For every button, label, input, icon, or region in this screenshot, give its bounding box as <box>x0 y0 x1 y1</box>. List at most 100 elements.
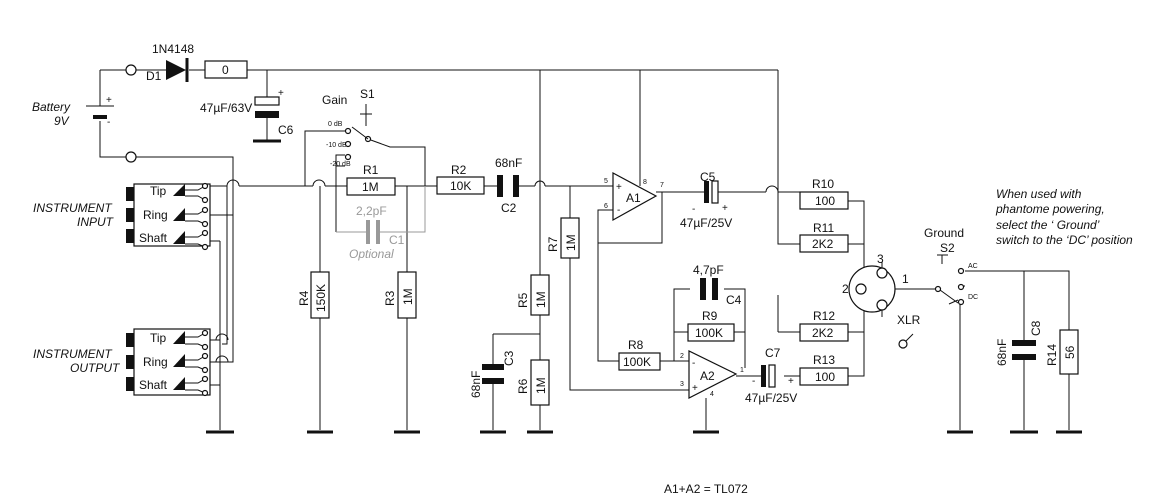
s1-ref: S1 <box>360 87 375 101</box>
r8-value: 100K <box>623 355 651 369</box>
capacitor-c4: 4,7pF C4 <box>693 263 742 307</box>
diode-ref: D1 <box>146 69 162 83</box>
xlr-label: XLR <box>897 313 921 327</box>
a2-pin3: 3 <box>680 381 684 388</box>
opamp-a1: A1 + - 5 6 8 7 <box>604 171 664 222</box>
a1-pin7: 7 <box>660 182 664 189</box>
input-title-1: INSTRUMENT <box>33 201 113 215</box>
output-title-1: INSTRUMENT <box>33 347 113 361</box>
r5-value: 1M <box>534 291 548 308</box>
c5-value: 47µF/25V <box>680 216 732 230</box>
c6-plus: + <box>278 88 284 99</box>
r10-ref: R10 <box>812 177 834 191</box>
c5-minus: - <box>692 204 695 215</box>
s2-title: Ground <box>924 226 964 240</box>
c1-note: Optional <box>349 247 394 261</box>
resistor-r6: 1M R6 <box>516 359 553 434</box>
r1-value: 1M <box>362 180 379 194</box>
resistor-r11: R11 2K2 <box>799 221 849 253</box>
r6-value: 1M <box>534 377 548 394</box>
resistor-r12: R12 2K2 <box>799 309 849 342</box>
r3-value: 1M <box>401 288 415 305</box>
s2-ref: S2 <box>940 241 955 255</box>
note-line-4: switch to the ‘DC’ position <box>996 233 1133 247</box>
r5-ref: R5 <box>516 292 530 308</box>
resistor-r7: 1M R7 <box>546 217 580 259</box>
battery-voltage: 9V <box>54 114 70 128</box>
a1-pin8: 8 <box>643 179 647 186</box>
c6-ref: C6 <box>278 123 294 137</box>
capacitor-c2: 68nF C2 <box>495 156 522 215</box>
phantom-power-note: When used with phantome powering, select… <box>995 187 1133 247</box>
r4-ref: R4 <box>297 290 311 306</box>
a2-plus: + <box>692 383 698 394</box>
a2-pin1: 1 <box>740 367 744 374</box>
c1-ref: C1 <box>389 233 405 247</box>
a1-minus: - <box>617 205 620 216</box>
input-title-2: INPUT <box>77 215 115 229</box>
c4-value: 4,7pF <box>693 263 724 277</box>
instrument-output-jack: INSTRUMENT OUTPUT Tip Ring Shaft <box>33 328 234 434</box>
output-ring: Ring <box>143 355 168 369</box>
r13-ref: R13 <box>813 353 835 367</box>
c4-ref: C4 <box>726 293 742 307</box>
resistor-r4: 150K R4 <box>297 271 333 434</box>
resistor-r10: R10 100 <box>799 177 849 210</box>
battery: Battery 9V + - <box>32 64 137 163</box>
a2-minus: - <box>692 358 695 369</box>
c5-plus: + <box>722 203 728 214</box>
c6-value: 47µF/63V <box>200 101 252 115</box>
fuse-link: 0 <box>204 60 248 79</box>
r11-ref: R11 <box>813 221 834 235</box>
s2-ac: AC <box>968 263 978 270</box>
battery-label: Battery <box>32 100 71 114</box>
fuse-value: 0 <box>222 63 229 77</box>
r4-value: 150K <box>314 284 328 312</box>
c5-ref: C5 <box>700 170 716 184</box>
input-ring: Ring <box>143 208 168 222</box>
opamp-a2: A2 - + 2 3 1 4 <box>680 350 744 434</box>
r14-ref: R14 <box>1045 344 1059 366</box>
capacitor-c5: C5 - + 47µF/25V <box>680 170 732 230</box>
c7-value: 47µF/25V <box>745 391 797 405</box>
s1-pos-10db: -10 dB <box>326 142 347 149</box>
r10-value: 100 <box>815 194 835 208</box>
wire-crossings <box>215 179 779 363</box>
resistor-r13: R13 100 <box>799 353 849 386</box>
r8-ref: R8 <box>628 338 644 352</box>
xlr-connector: 3 2 1 XLR <box>842 252 921 349</box>
resistor-r5: 1M R5 <box>516 274 550 316</box>
note-line-2: phantome powering, <box>995 202 1105 216</box>
battery-minus: - <box>107 117 110 128</box>
r7-value: 1M <box>564 234 578 251</box>
instrument-input-jack: INSTRUMENT INPUT Tip Ring Shaft <box>33 182 211 251</box>
s2-dc: DC <box>968 294 978 301</box>
output-title-2: OUTPUT <box>70 361 121 375</box>
a2-ref: A2 <box>700 369 715 383</box>
a1-pin6: 6 <box>604 203 608 210</box>
a1-plus: + <box>616 182 622 193</box>
c2-value: 68nF <box>495 156 522 170</box>
resistor-r3: 1M R3 <box>383 271 420 434</box>
xlr-pin2: 2 <box>842 282 849 296</box>
r7-ref: R7 <box>546 236 560 252</box>
resistor-r1: R1 1M <box>346 163 396 196</box>
r13-value: 100 <box>815 370 835 384</box>
r11-value: 2K2 <box>812 237 834 251</box>
c7-ref: C7 <box>765 346 781 360</box>
c3-ref: C3 <box>502 350 516 366</box>
resistor-r14: 56 R14 <box>1045 329 1082 434</box>
c7-minus: - <box>752 376 755 387</box>
diode-d1: 1N4148 D1 <box>146 42 194 83</box>
input-tip: Tip <box>150 184 167 198</box>
diode-part: 1N4148 <box>152 42 194 56</box>
a2-pin4: 4 <box>710 391 714 398</box>
resistor-r8: R8 100K <box>618 338 661 371</box>
xlr-pin3: 3 <box>877 252 884 266</box>
xlr-pin1: 1 <box>902 272 909 286</box>
c1-value: 2,2pF <box>356 204 387 218</box>
battery-plus: + <box>106 95 112 106</box>
r12-ref: R12 <box>813 309 835 323</box>
note-line-1: When used with <box>996 187 1082 201</box>
